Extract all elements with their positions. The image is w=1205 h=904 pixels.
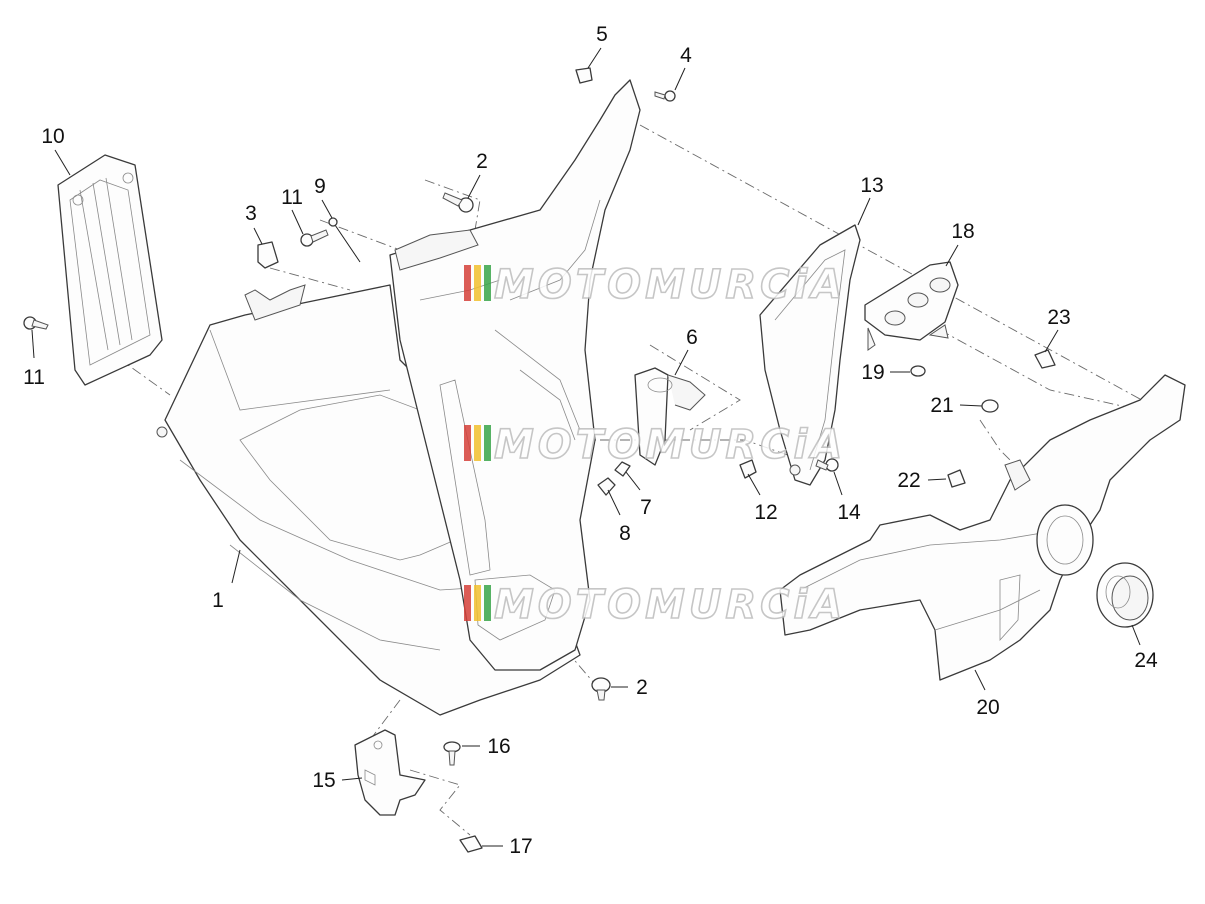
callout-9: 9 bbox=[314, 175, 326, 198]
screw-4 bbox=[654, 90, 676, 102]
callout-19: 19 bbox=[861, 361, 884, 384]
part-6-clamp bbox=[634, 367, 706, 466]
nut-22 bbox=[947, 469, 966, 488]
callout-3: 3 bbox=[245, 202, 257, 225]
part-10-vent-grille bbox=[57, 154, 163, 386]
inner-panel-frame bbox=[389, 79, 641, 671]
clip-23 bbox=[1034, 349, 1056, 369]
screw-19 bbox=[910, 365, 926, 377]
callout-20: 20 bbox=[976, 696, 999, 719]
callout-labels: 1 2 2 3 4 5 6 7 8 9 10 11 11 12 13 14 15… bbox=[23, 23, 1158, 858]
part-18-triple-bracket bbox=[864, 261, 959, 351]
part-13-side-cover bbox=[759, 224, 861, 486]
callout-11-upper: 11 bbox=[281, 186, 303, 209]
screw-21 bbox=[981, 399, 999, 413]
watermark-3: MOTOMURCiA bbox=[464, 581, 846, 629]
watermark-text-3: MOTOMURCiA bbox=[494, 582, 846, 628]
watermark-text-2: MOTOMURCiA bbox=[494, 422, 846, 468]
hardware bbox=[23, 67, 1056, 853]
nut-17 bbox=[459, 835, 483, 853]
callout-23: 23 bbox=[1047, 306, 1070, 329]
clip-8 bbox=[597, 477, 616, 496]
watermark-logo: MOTOMURCiA MOTOMURCiA MOTOMURCiA bbox=[464, 261, 846, 629]
callout-2-upper: 2 bbox=[476, 150, 488, 173]
callout-14: 14 bbox=[837, 501, 861, 524]
leader-lines bbox=[31, 47, 1141, 847]
callout-1: 1 bbox=[212, 589, 224, 612]
callout-24: 24 bbox=[1134, 649, 1158, 672]
callout-18: 18 bbox=[951, 220, 974, 243]
callout-22: 22 bbox=[897, 469, 920, 492]
callout-4: 4 bbox=[680, 44, 692, 67]
callout-8: 8 bbox=[619, 522, 631, 545]
callout-11-left: 11 bbox=[23, 366, 45, 389]
upper-mounting-tabs bbox=[244, 229, 479, 321]
watermark-text-1: MOTOMURCiA bbox=[494, 262, 846, 308]
screw-11-left bbox=[23, 316, 49, 330]
callout-13: 13 bbox=[860, 174, 883, 197]
screw-16 bbox=[443, 741, 461, 766]
rod-9 bbox=[328, 217, 361, 263]
pin-7 bbox=[614, 461, 631, 477]
screw-14 bbox=[815, 458, 839, 472]
callout-10: 10 bbox=[41, 125, 64, 148]
screw-2-upper bbox=[442, 192, 474, 213]
callout-7: 7 bbox=[640, 496, 652, 519]
part-20-lower-cover bbox=[779, 374, 1186, 681]
callout-5: 5 bbox=[596, 23, 608, 46]
screw-2-lower bbox=[591, 677, 611, 701]
callout-16: 16 bbox=[487, 735, 510, 758]
watermark-2: MOTOMURCiA bbox=[464, 421, 846, 469]
clip-12 bbox=[739, 459, 757, 479]
clip-3 bbox=[257, 241, 279, 269]
callout-6: 6 bbox=[686, 326, 698, 349]
clip-5 bbox=[575, 67, 593, 84]
callout-17: 17 bbox=[509, 835, 532, 858]
watermark-1: MOTOMURCiA bbox=[464, 261, 846, 309]
part-24-ignition-ring bbox=[1096, 562, 1154, 628]
callout-21: 21 bbox=[930, 394, 953, 417]
callout-12: 12 bbox=[754, 501, 777, 524]
callout-15: 15 bbox=[312, 769, 335, 792]
screw-11-upper bbox=[300, 229, 329, 247]
callout-2-lower: 2 bbox=[636, 676, 648, 699]
part-15-lower-bracket bbox=[354, 729, 426, 816]
